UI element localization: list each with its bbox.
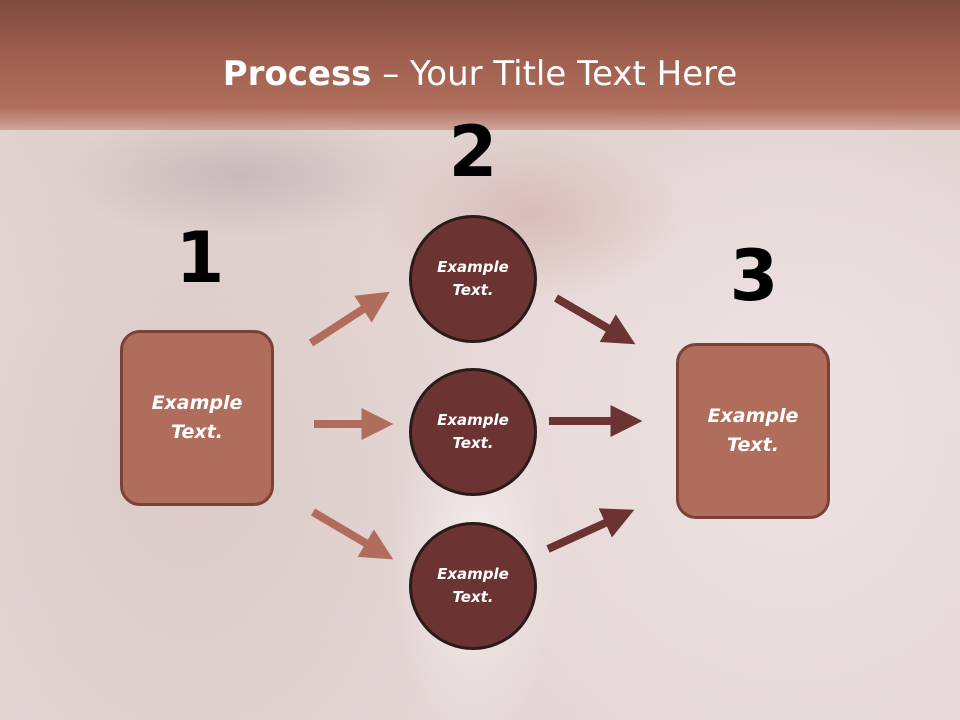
step-1-text: Example Text. — [151, 392, 243, 443]
arrow-top-to-3 — [553, 294, 636, 345]
arrow-1-to-bottom — [310, 508, 394, 560]
title-bold: Process — [222, 54, 372, 94]
step-2-circle-bottom: Example Text. — [409, 522, 537, 650]
step-2-circle-top: Example Text. — [409, 215, 537, 343]
step-2-circle-middle-text: Example Text. — [437, 411, 509, 452]
step-3-text: Example Text. — [707, 405, 799, 456]
step-3-box: Example Text. — [676, 343, 830, 519]
arrow-1-to-top — [308, 291, 390, 347]
arrow-bottom-to-3 — [546, 508, 635, 553]
step-2-circle-bottom-text: Example Text. — [437, 565, 509, 606]
step-2-circle-top-text: Example Text. — [437, 258, 509, 299]
step-number-1: 1 — [175, 217, 225, 299]
title-banner — [0, 0, 960, 130]
step-number-2: 2 — [448, 111, 498, 193]
title-rest: – Your Title Text Here — [371, 54, 738, 94]
step-1-box: Example Text. — [120, 330, 274, 506]
step-2-circle-middle: Example Text. — [409, 368, 537, 496]
step-number-3: 3 — [729, 235, 779, 317]
slide-title: Process – Your Title Text Here — [0, 52, 960, 96]
